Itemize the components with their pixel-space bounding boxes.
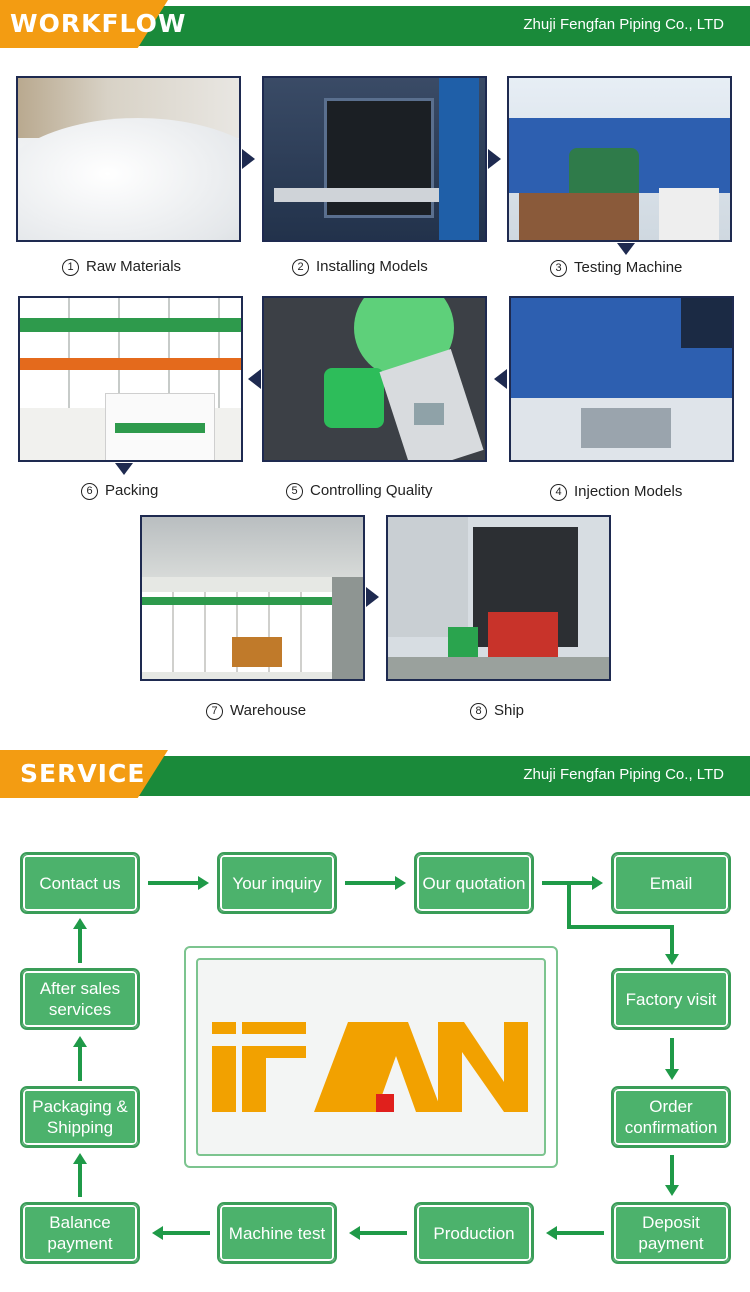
flow-line <box>567 881 571 929</box>
flow-line <box>670 925 674 955</box>
arrow-left-icon <box>349 1226 360 1240</box>
ifan-logo <box>212 1022 528 1112</box>
arrow-right-icon <box>242 149 255 169</box>
ship-photo <box>386 515 611 681</box>
your-inquiry-box: Your inquiry <box>217 852 337 914</box>
arrow-right-icon <box>592 876 603 890</box>
arrow-down-icon <box>665 954 679 965</box>
arrow-down-icon <box>617 243 635 255</box>
email-box: Email <box>611 852 731 914</box>
arrow-down-icon <box>665 1185 679 1196</box>
logo-red-square <box>376 1094 394 1112</box>
contact-us-box: Contact us <box>20 852 140 914</box>
workflow-title: WORKFLOW <box>10 9 187 38</box>
arrow-left-icon <box>546 1226 557 1240</box>
arrow-up-icon <box>73 1153 87 1164</box>
deposit-payment-box: Deposit payment <box>611 1202 731 1264</box>
service-company-name: Zhuji Fengfan Piping Co., LTD <box>523 766 724 783</box>
packaging-shipping-box: Packaging & Shipping <box>20 1086 140 1148</box>
testing-machine-photo <box>507 76 732 242</box>
service-header: SERVICE Zhuji Fengfan Piping Co., LTD <box>0 750 750 798</box>
arrow-left-icon <box>494 369 507 389</box>
controlling-quality-photo <box>262 296 487 462</box>
arrow-up-icon <box>73 918 87 929</box>
machine-test-box: Machine test <box>217 1202 337 1264</box>
packing-photo <box>18 296 243 462</box>
arrow-down-icon <box>665 1069 679 1080</box>
workflow-company-name: Zhuji Fengfan Piping Co., LTD <box>523 16 724 33</box>
company-logo-panel <box>184 946 558 1168</box>
flow-line <box>162 1231 210 1235</box>
workflow-header: WORKFLOW Zhuji Fengfan Piping Co., LTD <box>0 0 750 48</box>
order-confirmation-box: Order confirmation <box>611 1086 731 1148</box>
arrow-right-icon <box>198 876 209 890</box>
flow-line <box>670 1038 674 1070</box>
arrow-right-icon <box>488 149 501 169</box>
balance-payment-box: Balance payment <box>20 1202 140 1264</box>
flow-line <box>359 1231 407 1235</box>
after-sales-services-box: After sales services <box>20 968 140 1030</box>
flow-line <box>148 881 200 885</box>
injection-models-photo <box>509 296 734 462</box>
flow-line <box>78 1046 82 1081</box>
our-quotation-box: Our quotation <box>414 852 534 914</box>
raw-materials-photo <box>16 76 241 242</box>
factory-visit-box: Factory visit <box>611 968 731 1030</box>
arrow-left-icon <box>248 369 261 389</box>
arrow-right-icon <box>366 587 379 607</box>
flow-line <box>78 928 82 963</box>
installing-models-photo <box>262 76 487 242</box>
arrow-up-icon <box>73 1036 87 1047</box>
service-title: SERVICE <box>20 759 146 788</box>
flow-line <box>670 1155 674 1186</box>
flow-line <box>556 1231 604 1235</box>
arrow-down-icon <box>115 463 133 475</box>
production-box: Production <box>414 1202 534 1264</box>
flow-line <box>78 1163 82 1197</box>
flow-line <box>345 881 397 885</box>
arrow-right-icon <box>395 876 406 890</box>
flow-line <box>567 925 674 929</box>
arrow-left-icon <box>152 1226 163 1240</box>
warehouse-photo <box>140 515 365 681</box>
